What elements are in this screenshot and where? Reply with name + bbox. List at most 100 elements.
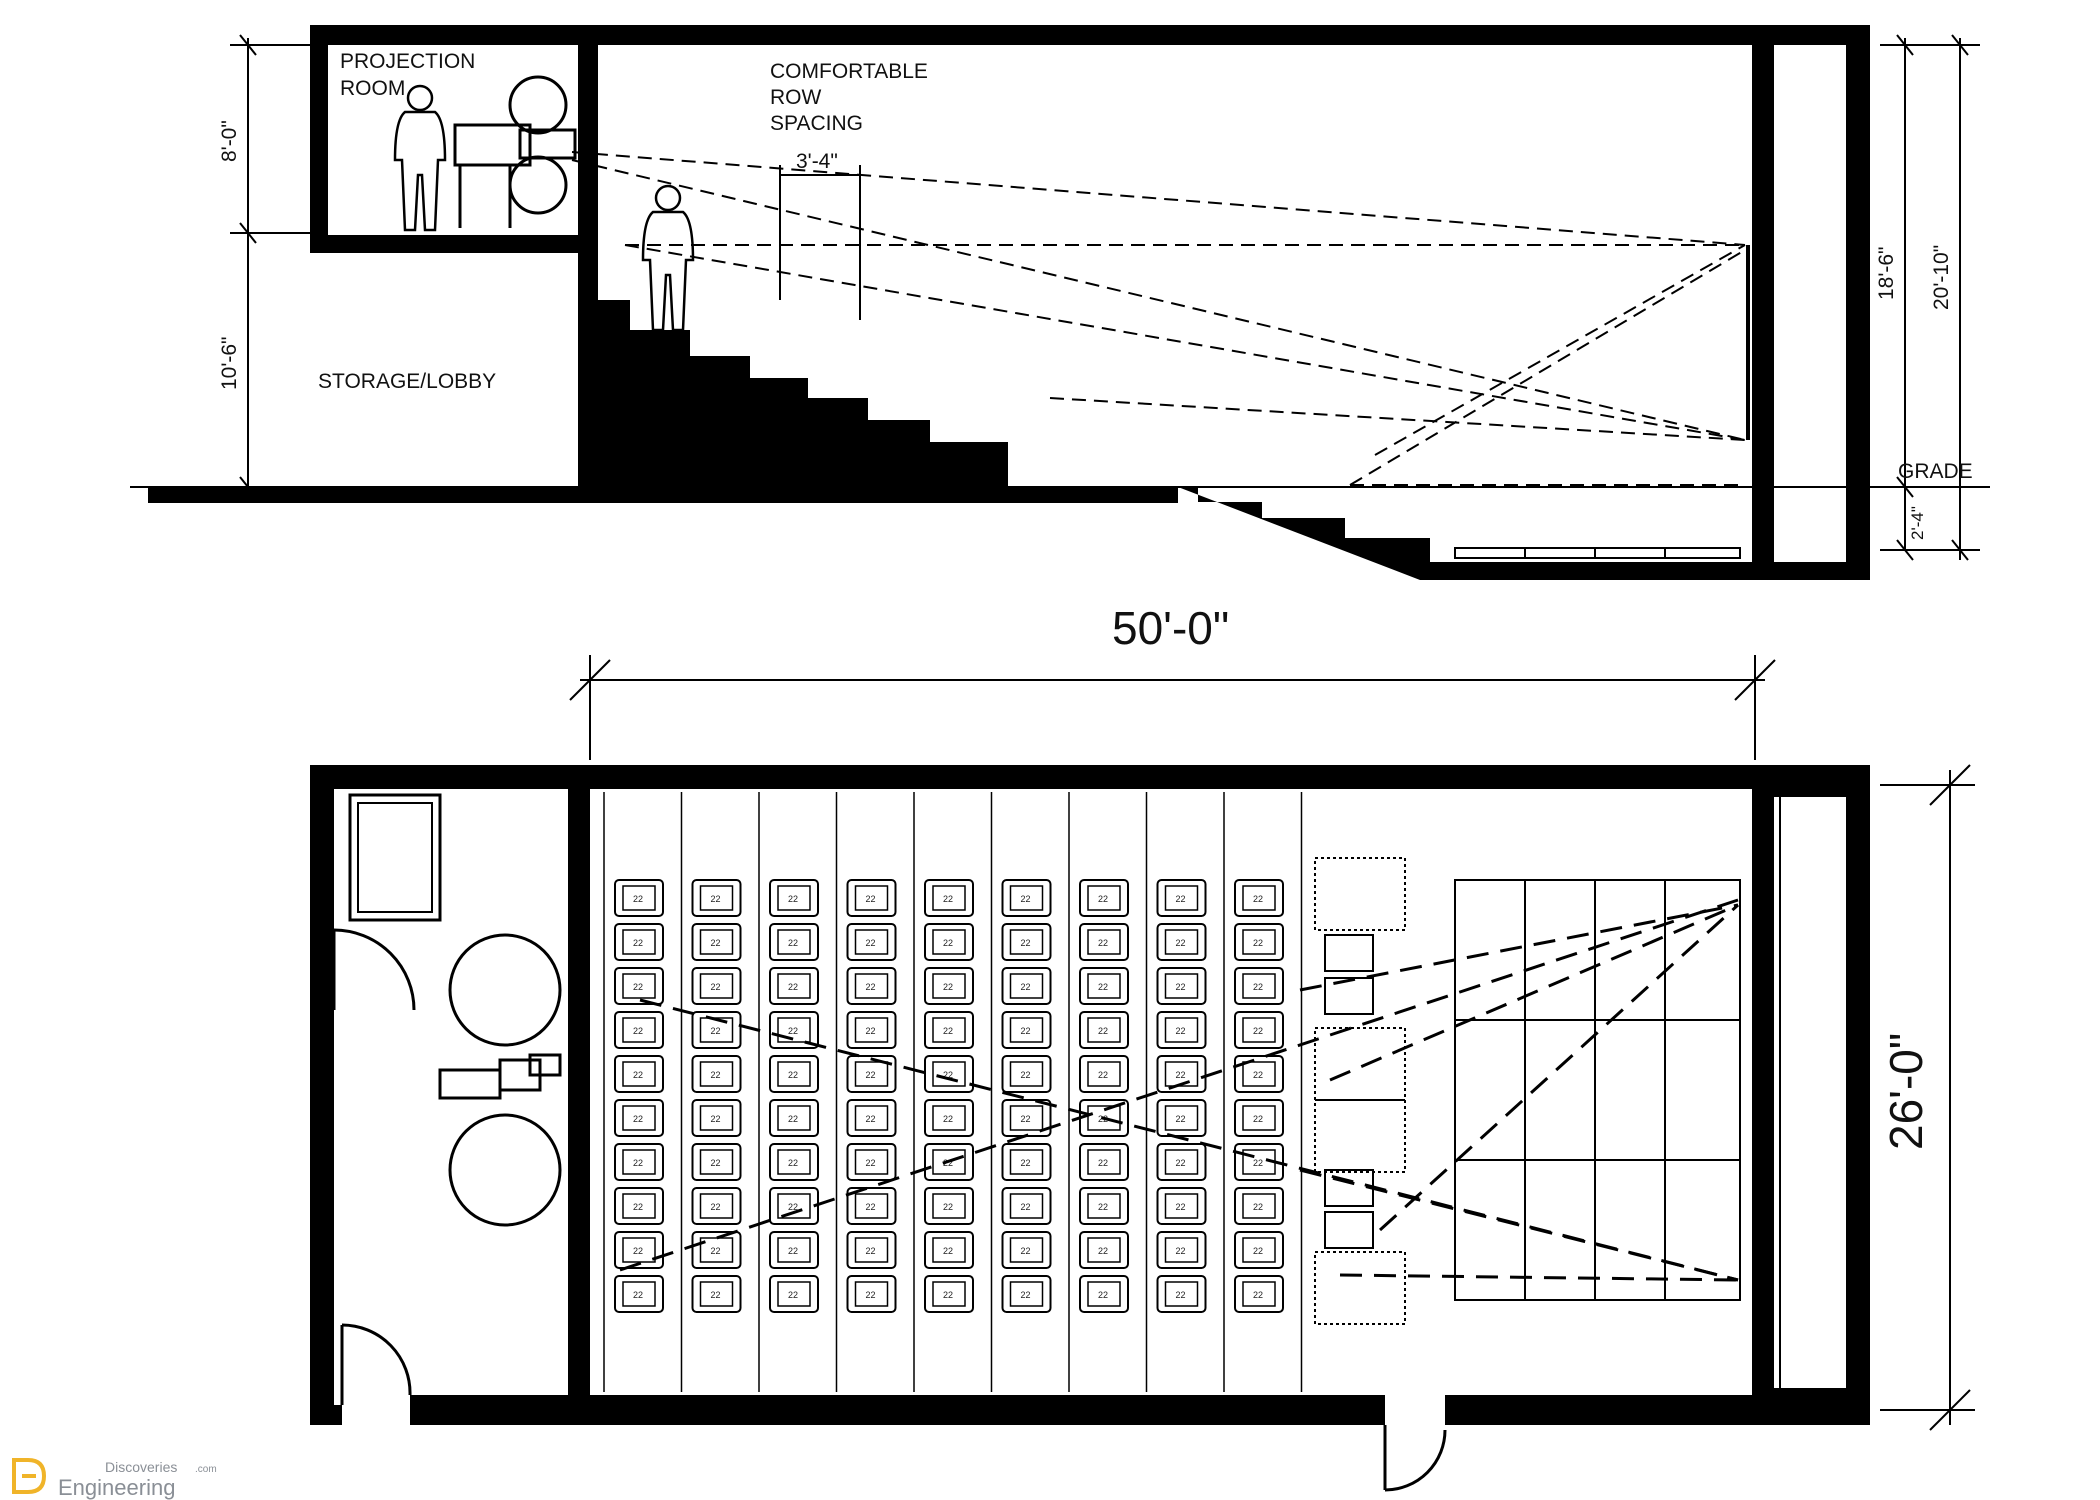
seat-label: 22 xyxy=(788,982,798,992)
seat-label: 22 xyxy=(1253,1114,1263,1124)
seat-label: 22 xyxy=(711,982,721,992)
seat: 22 xyxy=(1234,1187,1284,1225)
plan-screen-grid xyxy=(1454,879,1741,1301)
seat-label: 22 xyxy=(633,1114,643,1124)
seat: 22 xyxy=(846,1055,897,1093)
seat-label: 22 xyxy=(1021,1026,1031,1036)
row-spacing-dimension xyxy=(779,165,861,320)
watermark: Discoveries .com Engineering xyxy=(12,1458,217,1500)
seat: 22 xyxy=(691,1099,742,1137)
seat: 22 xyxy=(1156,923,1207,961)
seat-label: 22 xyxy=(1176,1246,1186,1256)
seat: 22 xyxy=(924,879,974,917)
left-dimension-lines xyxy=(230,34,320,498)
seat-label: 22 xyxy=(1176,1158,1186,1168)
section-right-wall xyxy=(1846,25,1870,580)
seat: 22 xyxy=(1156,1055,1207,1093)
seat: 22 xyxy=(924,1055,974,1093)
plan-screen-wall xyxy=(1752,789,1774,1405)
seat-label: 22 xyxy=(633,1070,643,1080)
seat: 22 xyxy=(1156,1011,1207,1049)
seat: 22 xyxy=(846,1231,897,1269)
seat-label: 22 xyxy=(1021,938,1031,948)
right-dimension-lines xyxy=(1880,34,1980,561)
seat-label: 22 xyxy=(943,1026,953,1036)
seat-label: 22 xyxy=(943,938,953,948)
seat-label: 22 xyxy=(1021,1202,1031,1212)
person-icon xyxy=(393,84,447,232)
seat-label: 22 xyxy=(1253,1290,1263,1300)
seat-label: 22 xyxy=(711,1202,721,1212)
seat: 22 xyxy=(691,879,742,917)
seat-label: 22 xyxy=(633,1158,643,1168)
seat: 22 xyxy=(1234,1231,1284,1269)
seat-label: 22 xyxy=(1098,1290,1108,1300)
seat: 22 xyxy=(1001,1231,1052,1269)
seat: 22 xyxy=(1079,1231,1129,1269)
seat: 22 xyxy=(1001,879,1052,917)
seat: 22 xyxy=(691,1055,742,1093)
seat: 22 xyxy=(614,1187,664,1225)
grade-label: GRADE xyxy=(1898,460,1973,483)
plan-rear-strip xyxy=(1774,789,1846,797)
storage-lobby-label: STORAGE/LOBBY xyxy=(318,370,496,393)
seat-label: 22 xyxy=(1021,1070,1031,1080)
seat: 22 xyxy=(1079,1143,1129,1181)
seat-label: 22 xyxy=(1253,1158,1263,1168)
plan-right-wall xyxy=(1846,765,1870,1425)
seat: 22 xyxy=(846,1099,897,1137)
seat: 22 xyxy=(1234,923,1284,961)
seat: 22 xyxy=(691,967,742,1005)
seat: 22 xyxy=(614,879,664,917)
seat-label: 22 xyxy=(1176,1290,1186,1300)
plan-rear-strip-bottom xyxy=(1774,1388,1846,1396)
seat-label: 22 xyxy=(1098,1026,1108,1036)
screen-wall xyxy=(1752,25,1774,580)
seat: 22 xyxy=(769,967,819,1005)
seat-label: 22 xyxy=(1253,1246,1263,1256)
seat: 22 xyxy=(1234,1099,1284,1137)
seat-label: 22 xyxy=(788,938,798,948)
seat: 22 xyxy=(1001,1275,1052,1313)
seat: 22 xyxy=(1001,1143,1052,1181)
row-spacing-label-2: ROW xyxy=(770,86,822,109)
seat: 22 xyxy=(1156,1231,1207,1269)
seat: 22 xyxy=(924,1231,974,1269)
seat-label: 22 xyxy=(1098,1246,1108,1256)
projection-wall xyxy=(578,25,598,503)
seat: 22 xyxy=(769,1055,819,1093)
seat-label: 22 xyxy=(788,1026,798,1036)
seat: 22 xyxy=(1079,1055,1129,1093)
seat-label: 22 xyxy=(1253,1202,1263,1212)
seat-label: 22 xyxy=(788,1070,798,1080)
seat: 22 xyxy=(1079,1187,1129,1225)
seat: 22 xyxy=(1001,967,1052,1005)
seat-label: 22 xyxy=(711,1158,721,1168)
seat: 22 xyxy=(1156,1187,1207,1225)
seat-label: 22 xyxy=(711,894,721,904)
seat: 22 xyxy=(769,1011,819,1049)
seat-label: 22 xyxy=(788,1246,798,1256)
seat: 22 xyxy=(1001,1055,1052,1093)
seat-label: 22 xyxy=(1021,1290,1031,1300)
seat: 22 xyxy=(691,1011,742,1049)
row-spacing-label-3: SPACING xyxy=(770,112,863,135)
seat: 22 xyxy=(924,1011,974,1049)
seat-label: 22 xyxy=(1098,938,1108,948)
seat-label: 22 xyxy=(1176,1070,1186,1080)
seat: 22 xyxy=(769,923,819,961)
seat-label: 22 xyxy=(943,1070,953,1080)
seat-label: 22 xyxy=(711,1026,721,1036)
seat: 22 xyxy=(614,1099,664,1137)
basement-floor xyxy=(1430,562,1870,580)
seat: 22 xyxy=(846,1187,897,1225)
seat-label: 22 xyxy=(1098,1202,1108,1212)
seat: 22 xyxy=(614,967,664,1005)
seat-label: 22 xyxy=(711,1114,721,1124)
seat-label: 22 xyxy=(788,894,798,904)
seat: 22 xyxy=(691,1275,742,1313)
seat-label: 22 xyxy=(943,1114,953,1124)
seat: 22 xyxy=(1079,879,1129,917)
seat-label: 22 xyxy=(1176,938,1186,948)
